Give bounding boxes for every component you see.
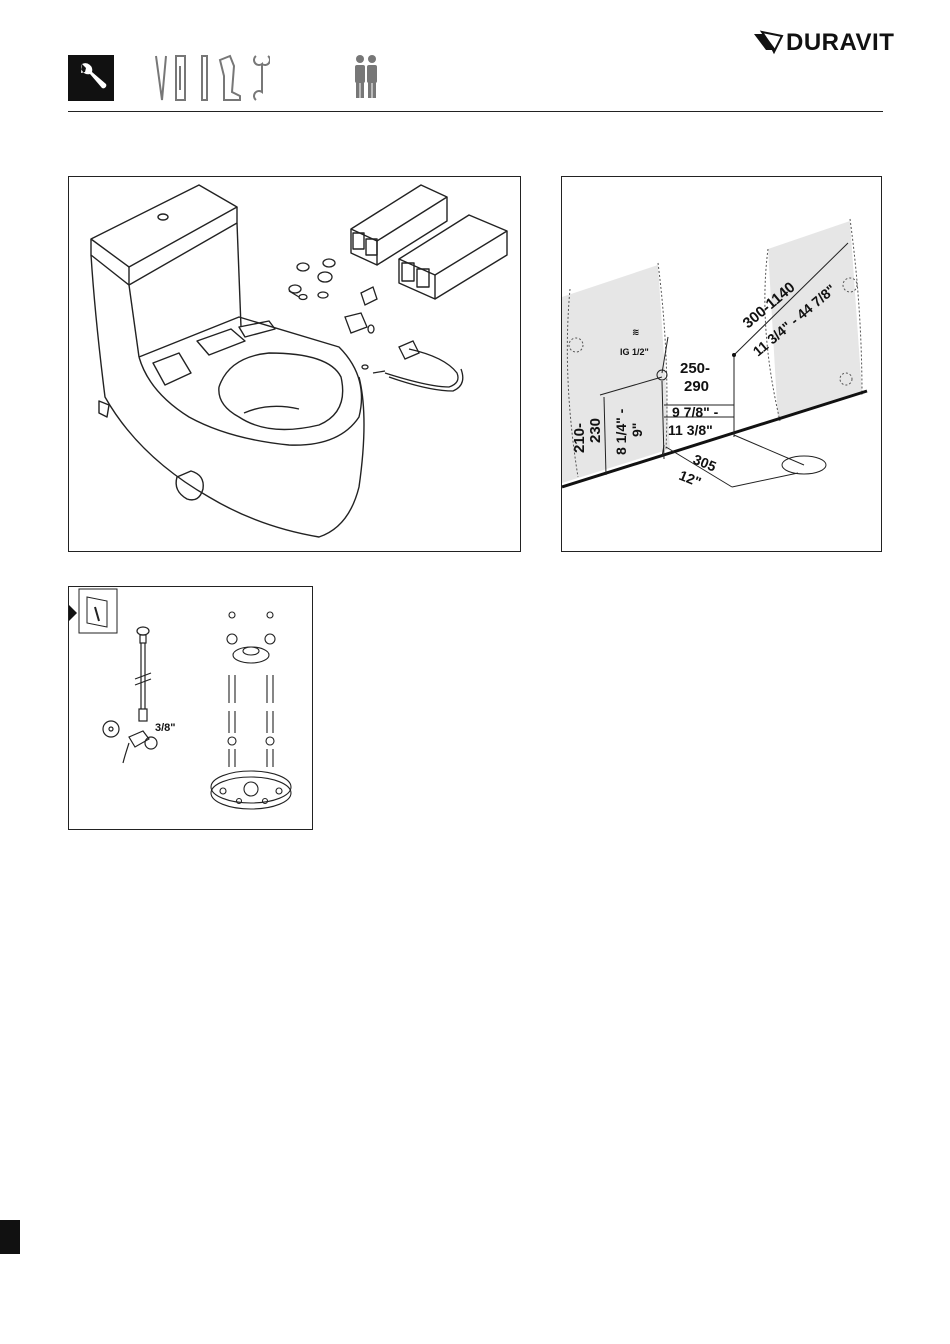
toilet-illustration (69, 177, 520, 551)
height-inch-a: 8 1/4" - (613, 408, 629, 455)
tool-icons (150, 52, 270, 104)
header-divider (68, 111, 883, 112)
wrench-icon (68, 55, 114, 101)
width-mm-b: 290 (684, 378, 709, 395)
height-mm-a: 210- (571, 423, 588, 453)
installation-dimensions-panel: ≋ IG 1/2" 300-1140 11 3/4" - 44 7/8" 250… (561, 176, 882, 552)
page-corner-marker (0, 1220, 20, 1254)
manual-book-icon (69, 589, 117, 633)
drill-icon (202, 56, 240, 100)
tools-badge (68, 55, 114, 101)
toilet-assembly-panel (68, 176, 521, 552)
width-inch-a: 9 7/8" - (672, 404, 719, 420)
wrench-icon (254, 56, 270, 100)
brand-logo: DURAVIT (752, 28, 888, 58)
spirit-level-icon (156, 56, 185, 100)
floor-inch: 12" (677, 467, 704, 490)
persons-icon (352, 54, 380, 100)
height-inch-b: 9" (629, 423, 645, 437)
fixing-kit-panel: 3/8" (68, 586, 313, 830)
water-symbol: ≋ (632, 327, 640, 337)
width-inch-b: 11 3/8" (668, 422, 713, 438)
connection-label: IG 1/2" (620, 347, 649, 357)
two-persons-icon (352, 54, 380, 100)
duravit-logo-mark (752, 30, 786, 56)
fitting-size: 3/8" (155, 722, 176, 734)
width-mm-a: 250- (680, 360, 710, 377)
height-mm-b: 230 (587, 418, 604, 443)
fixing-kit-illustration: 3/8" (69, 587, 312, 829)
dimension-drawing: ≋ IG 1/2" 300-1140 11 3/4" - 44 7/8" 250… (562, 177, 881, 551)
brand-name: DURAVIT (786, 29, 894, 57)
